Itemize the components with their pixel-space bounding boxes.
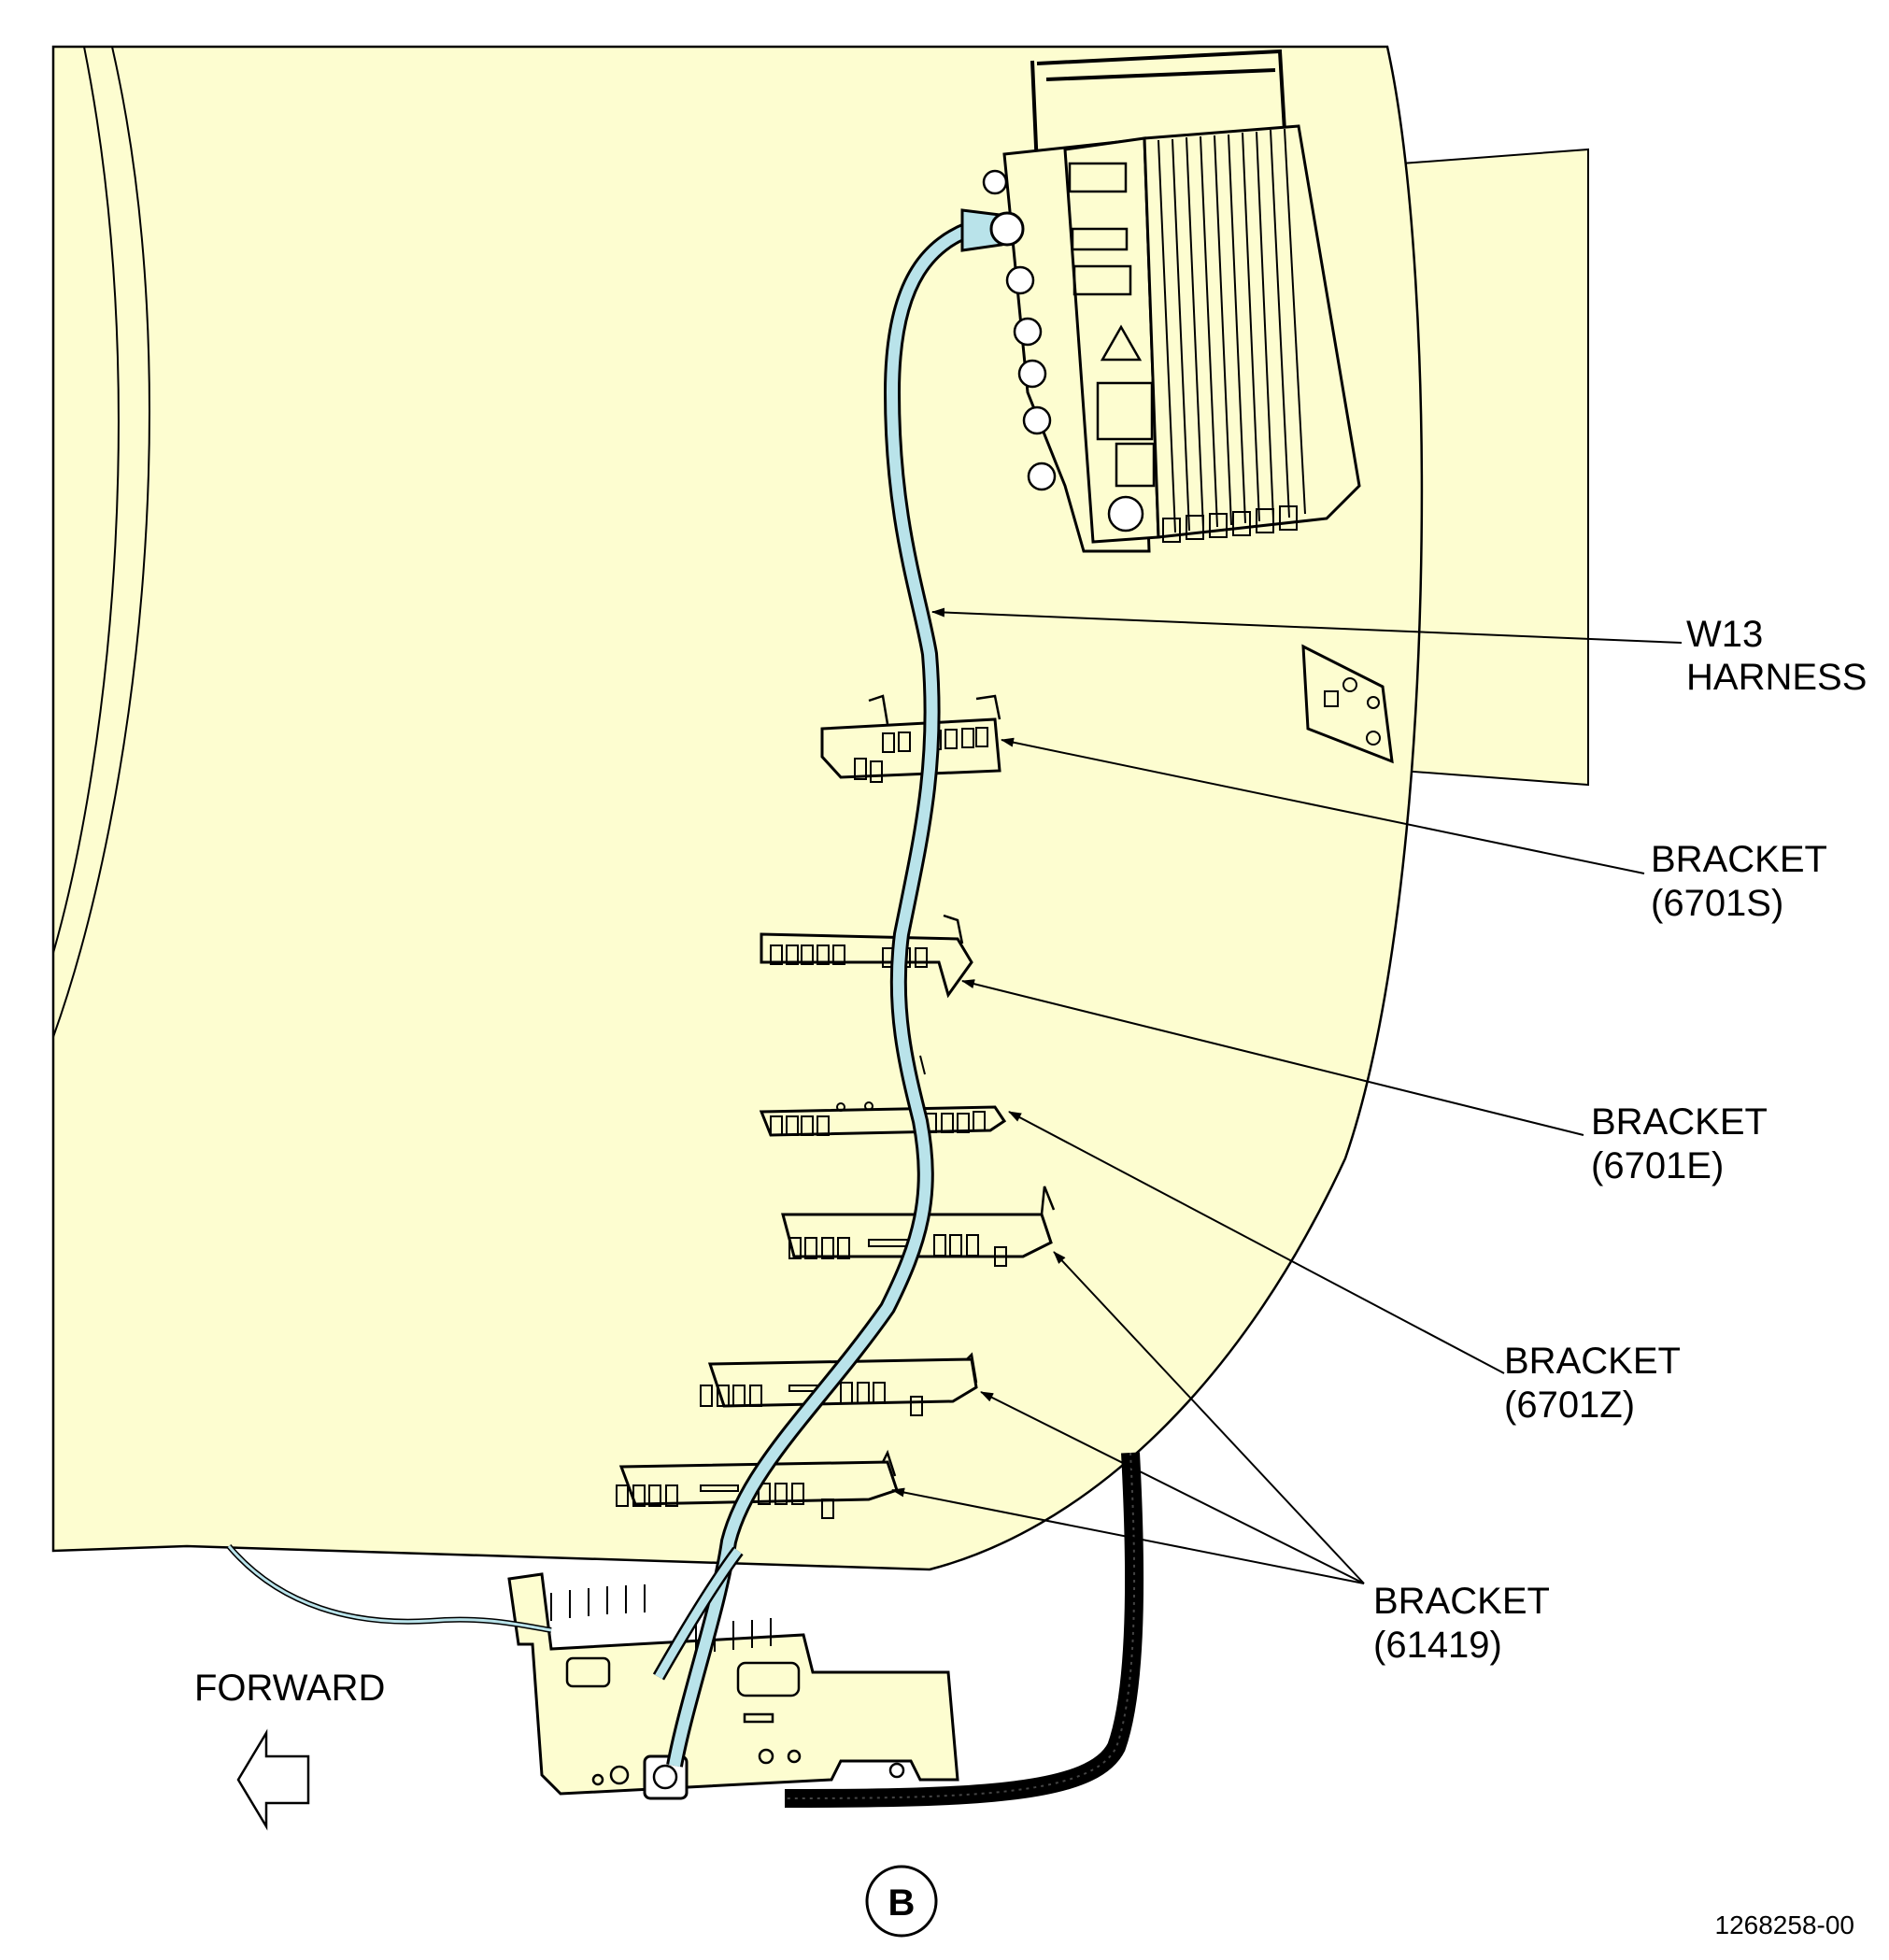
callout-bracket-6701s: BRACKET (6701S) (1651, 839, 1827, 924)
view-indicator: B (865, 1865, 938, 1938)
callout-bracket-6701e: BRACKET (6701E) (1591, 1101, 1768, 1186)
callout-61419-line2: (61419) (1373, 1625, 1502, 1666)
leader-6701e (961, 979, 1584, 1136)
electronics-unit (982, 49, 1361, 553)
leader-6701s (1001, 737, 1645, 874)
view-letter: B (888, 1882, 916, 1924)
figure-number: 1268258-00 (1715, 1910, 1854, 1939)
frame-bracket-outline (507, 1572, 959, 1796)
callout-w13-harness: W13 HARNESS (1686, 614, 1867, 698)
callout-w13-line1: W13 (1686, 614, 1763, 655)
unit-panels (1068, 162, 1156, 488)
callout-6701e-line2: (6701E) (1591, 1145, 1724, 1186)
bracket-61419-middle-drawing (700, 1352, 978, 1416)
harness-top-connector (989, 211, 1025, 247)
callout-6701s-line2: (6701S) (1651, 883, 1783, 924)
mounting-plate (1301, 644, 1394, 764)
leader-61419-b (980, 1391, 1365, 1584)
callout-w13-line2: HARNESS (1686, 657, 1867, 698)
inner-frame-edge-2 (52, 46, 150, 1038)
right-upper-panel (1400, 148, 1589, 787)
callout-6701e-line1: BRACKET (1591, 1101, 1768, 1143)
callout-6701z-line2: (6701Z) (1504, 1385, 1635, 1426)
bracket-6701z-drawing (759, 1055, 1007, 1137)
forward-label: FORWARD (194, 1668, 385, 1709)
leader-61419-a (1053, 1251, 1365, 1584)
w13-harness-cable (652, 208, 1025, 1768)
heatsink-fins (1158, 128, 1306, 533)
callout-bracket-61419: BRACKET (61419) (1373, 1581, 1550, 1666)
callout-6701s-line1: BRACKET (1651, 839, 1827, 880)
bracket-6701s-drawing (820, 694, 1001, 783)
unit-bottom-connectors (1162, 505, 1298, 543)
leader-w13 (931, 607, 1683, 644)
unit-connectors (982, 169, 1144, 533)
callout-bracket-6701z: BRACKET (6701Z) (1504, 1341, 1681, 1426)
callout-6701z-line1: BRACKET (1504, 1341, 1681, 1382)
frame-connector (643, 1754, 689, 1800)
forward-arrow-icon (236, 1728, 310, 1831)
callout-61419-line1: BRACKET (1373, 1581, 1550, 1622)
airframe-panels (51, 45, 1589, 1571)
leader-6701z (1008, 1111, 1505, 1374)
leader-lines (891, 607, 1683, 1584)
lower-frame-bracket (507, 1572, 959, 1800)
inner-frame-edge (52, 46, 120, 954)
leader-61419-c (891, 1487, 1365, 1584)
